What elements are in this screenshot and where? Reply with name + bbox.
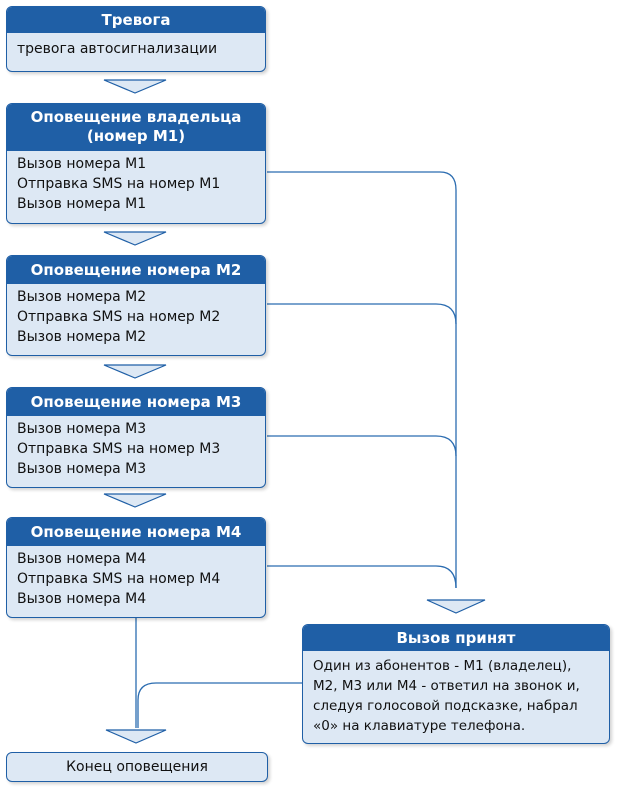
action-line: Вызов номера M4 [17,591,147,607]
step-owner-title-line1: Оповещение владельца [30,108,242,126]
alarm-title: Тревога [7,7,265,33]
action-line: Вызов номера M1 [17,196,147,212]
call-accepted-box: Вызов принят Один из абонентов - M1 (вла… [302,624,610,744]
action-line: Вызов номера M4 [17,551,147,567]
step-m2-title: Оповещение номера M2 [7,256,265,284]
arrow-m1-to-m2 [103,231,167,246]
action-line: Вызов номера M2 [17,329,147,345]
step-m2-box: Оповещение номера M2 Вызов номера M2 Отп… [6,255,266,356]
step-m2-actions: Вызов номера M2 Отправка SMS на номер M2… [7,284,265,347]
step-m4-box: Оповещение номера M4 Вызов номера M4 Отп… [6,517,266,618]
link-m3-to-accepted [267,435,457,457]
step-m3-box: Оповещение номера M3 Вызов номера M3 Отп… [6,387,266,488]
action-line: Отправка SMS на номер M1 [17,176,221,192]
call-accepted-text: Один из абонентов - M1 (владелец), M2, M… [303,651,609,736]
step-owner-title-line2: (номер M1) [86,127,186,145]
action-line: Вызов номера M3 [17,461,147,477]
step-owner-actions: Вызов номера M1 Отправка SMS на номер M1… [7,151,265,214]
step-m4-actions: Вызов номера M4 Отправка SMS на номер M4… [7,546,265,609]
step-owner-box: Оповещение владельца (номер M1) Вызов но… [6,103,266,224]
action-line: Вызов номера M1 [17,156,147,172]
end-box: Конец оповещения [6,752,268,782]
action-line: Вызов номера M3 [17,421,147,437]
accepted-line: «0» на клавиатуре телефона. [313,718,526,734]
alarm-text: тревога автосигнализации [7,33,265,59]
link-m2-to-accepted [267,303,457,325]
arrow-m2-to-m3 [103,364,167,379]
end-text: Конец оповещения [66,759,208,775]
alarm-box: Тревога тревога автосигнализации [6,6,266,72]
step-m3-title: Оповещение номера M3 [7,388,265,416]
action-line: Вызов номера M2 [17,289,147,305]
action-line: Отправка SMS на номер M2 [17,309,221,325]
arrow-to-accepted [426,599,486,614]
arrow-to-end [105,729,167,744]
step-m3-actions: Вызов номера M3 Отправка SMS на номер M3… [7,416,265,479]
action-line: Отправка SMS на номер M3 [17,441,221,457]
link-m4-to-accepted [267,565,457,589]
step-owner-title: Оповещение владельца (номер M1) [7,104,265,151]
step-m4-title: Оповещение номера M4 [7,518,265,546]
link-m1-to-accepted [267,171,457,588]
arrow-alarm-to-m1 [103,79,167,94]
accepted-line: Один из абонентов - M1 (владелец), [313,658,572,674]
alarm-text-line: тревога автосигнализации [17,41,218,57]
link-accepted-to-end [137,682,303,728]
arrow-m3-to-m4 [103,493,167,508]
call-accepted-title: Вызов принят [303,625,609,651]
accepted-line: следуя голосовой подсказке, набрал [313,698,578,714]
accepted-line: M2, M3 или M4 - ответил на звонок и, [313,678,580,694]
action-line: Отправка SMS на номер M4 [17,571,221,587]
